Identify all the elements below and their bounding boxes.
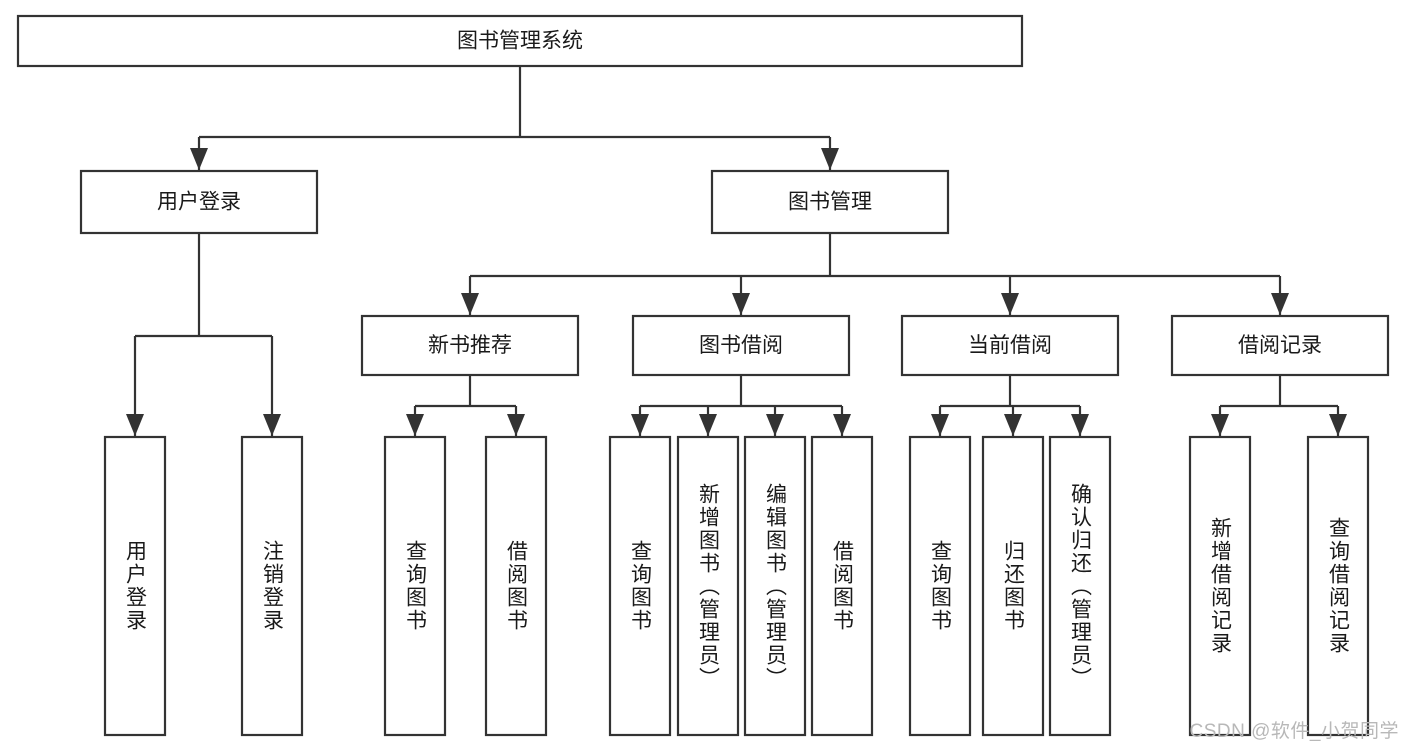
node-level3-box-0[interactable] bbox=[360, 314, 580, 377]
node-leaf-box-0[interactable] bbox=[103, 435, 167, 737]
node-level3-label-3: 借阅记录 bbox=[1238, 334, 1322, 357]
arrow-head-icon bbox=[931, 414, 949, 436]
node-level3-label-1: 图书借阅 bbox=[699, 334, 783, 357]
arrow-head-icon bbox=[766, 414, 784, 436]
node-level2-box-1[interactable] bbox=[710, 169, 950, 235]
node-leaf-box-7[interactable] bbox=[810, 435, 874, 737]
arrow-head-icon bbox=[406, 414, 424, 436]
arrow-head-icon bbox=[821, 148, 839, 170]
node-leaf-box-1[interactable] bbox=[240, 435, 304, 737]
arrow-head-icon bbox=[190, 148, 208, 170]
node-level3-box-2[interactable] bbox=[900, 314, 1120, 377]
arrow-head-icon bbox=[507, 414, 525, 436]
node-level2-box-0[interactable] bbox=[79, 169, 319, 235]
node-root-box[interactable] bbox=[16, 14, 1024, 68]
arrow-head-icon bbox=[1004, 414, 1022, 436]
node-leaf-box-4[interactable] bbox=[608, 435, 672, 737]
node-leaf-box-5[interactable] bbox=[676, 435, 740, 737]
node-root-label: 图书管理系统 bbox=[457, 30, 583, 53]
node-level3-label-2: 当前借阅 bbox=[968, 334, 1052, 357]
node-leaf-box-8[interactable] bbox=[908, 435, 972, 737]
arrow-head-icon bbox=[833, 414, 851, 436]
connectors-layer bbox=[126, 66, 1347, 436]
node-leaf-box-6[interactable] bbox=[743, 435, 807, 737]
node-level3-label-0: 新书推荐 bbox=[428, 334, 512, 357]
node-level2-label-1: 图书管理 bbox=[788, 191, 872, 214]
arrow-head-icon bbox=[1211, 414, 1229, 436]
arrow-head-icon bbox=[699, 414, 717, 436]
arrow-head-icon bbox=[461, 293, 479, 315]
node-leaf-box-3[interactable] bbox=[484, 435, 548, 737]
watermark-csdn: CSDN @软件_小贺同学 bbox=[1189, 721, 1399, 742]
node-level2-label-0: 用户登录 bbox=[157, 191, 241, 214]
arrow-head-icon bbox=[1271, 293, 1289, 315]
node-leaf-box-12[interactable] bbox=[1306, 435, 1370, 737]
arrow-head-icon bbox=[732, 293, 750, 315]
boxes-layer bbox=[16, 14, 1390, 737]
node-level3-box-3[interactable] bbox=[1170, 314, 1390, 377]
node-leaf-box-11[interactable] bbox=[1188, 435, 1252, 737]
arrow-head-icon bbox=[126, 414, 144, 436]
arrow-head-icon bbox=[1001, 293, 1019, 315]
node-leaf-box-9[interactable] bbox=[981, 435, 1045, 737]
arrow-head-icon bbox=[631, 414, 649, 436]
arrow-head-icon bbox=[263, 414, 281, 436]
node-leaf-box-2[interactable] bbox=[383, 435, 447, 737]
node-level3-box-1[interactable] bbox=[631, 314, 851, 377]
node-leaf-box-10[interactable] bbox=[1048, 435, 1112, 737]
arrow-head-icon bbox=[1329, 414, 1347, 436]
arrow-head-icon bbox=[1071, 414, 1089, 436]
